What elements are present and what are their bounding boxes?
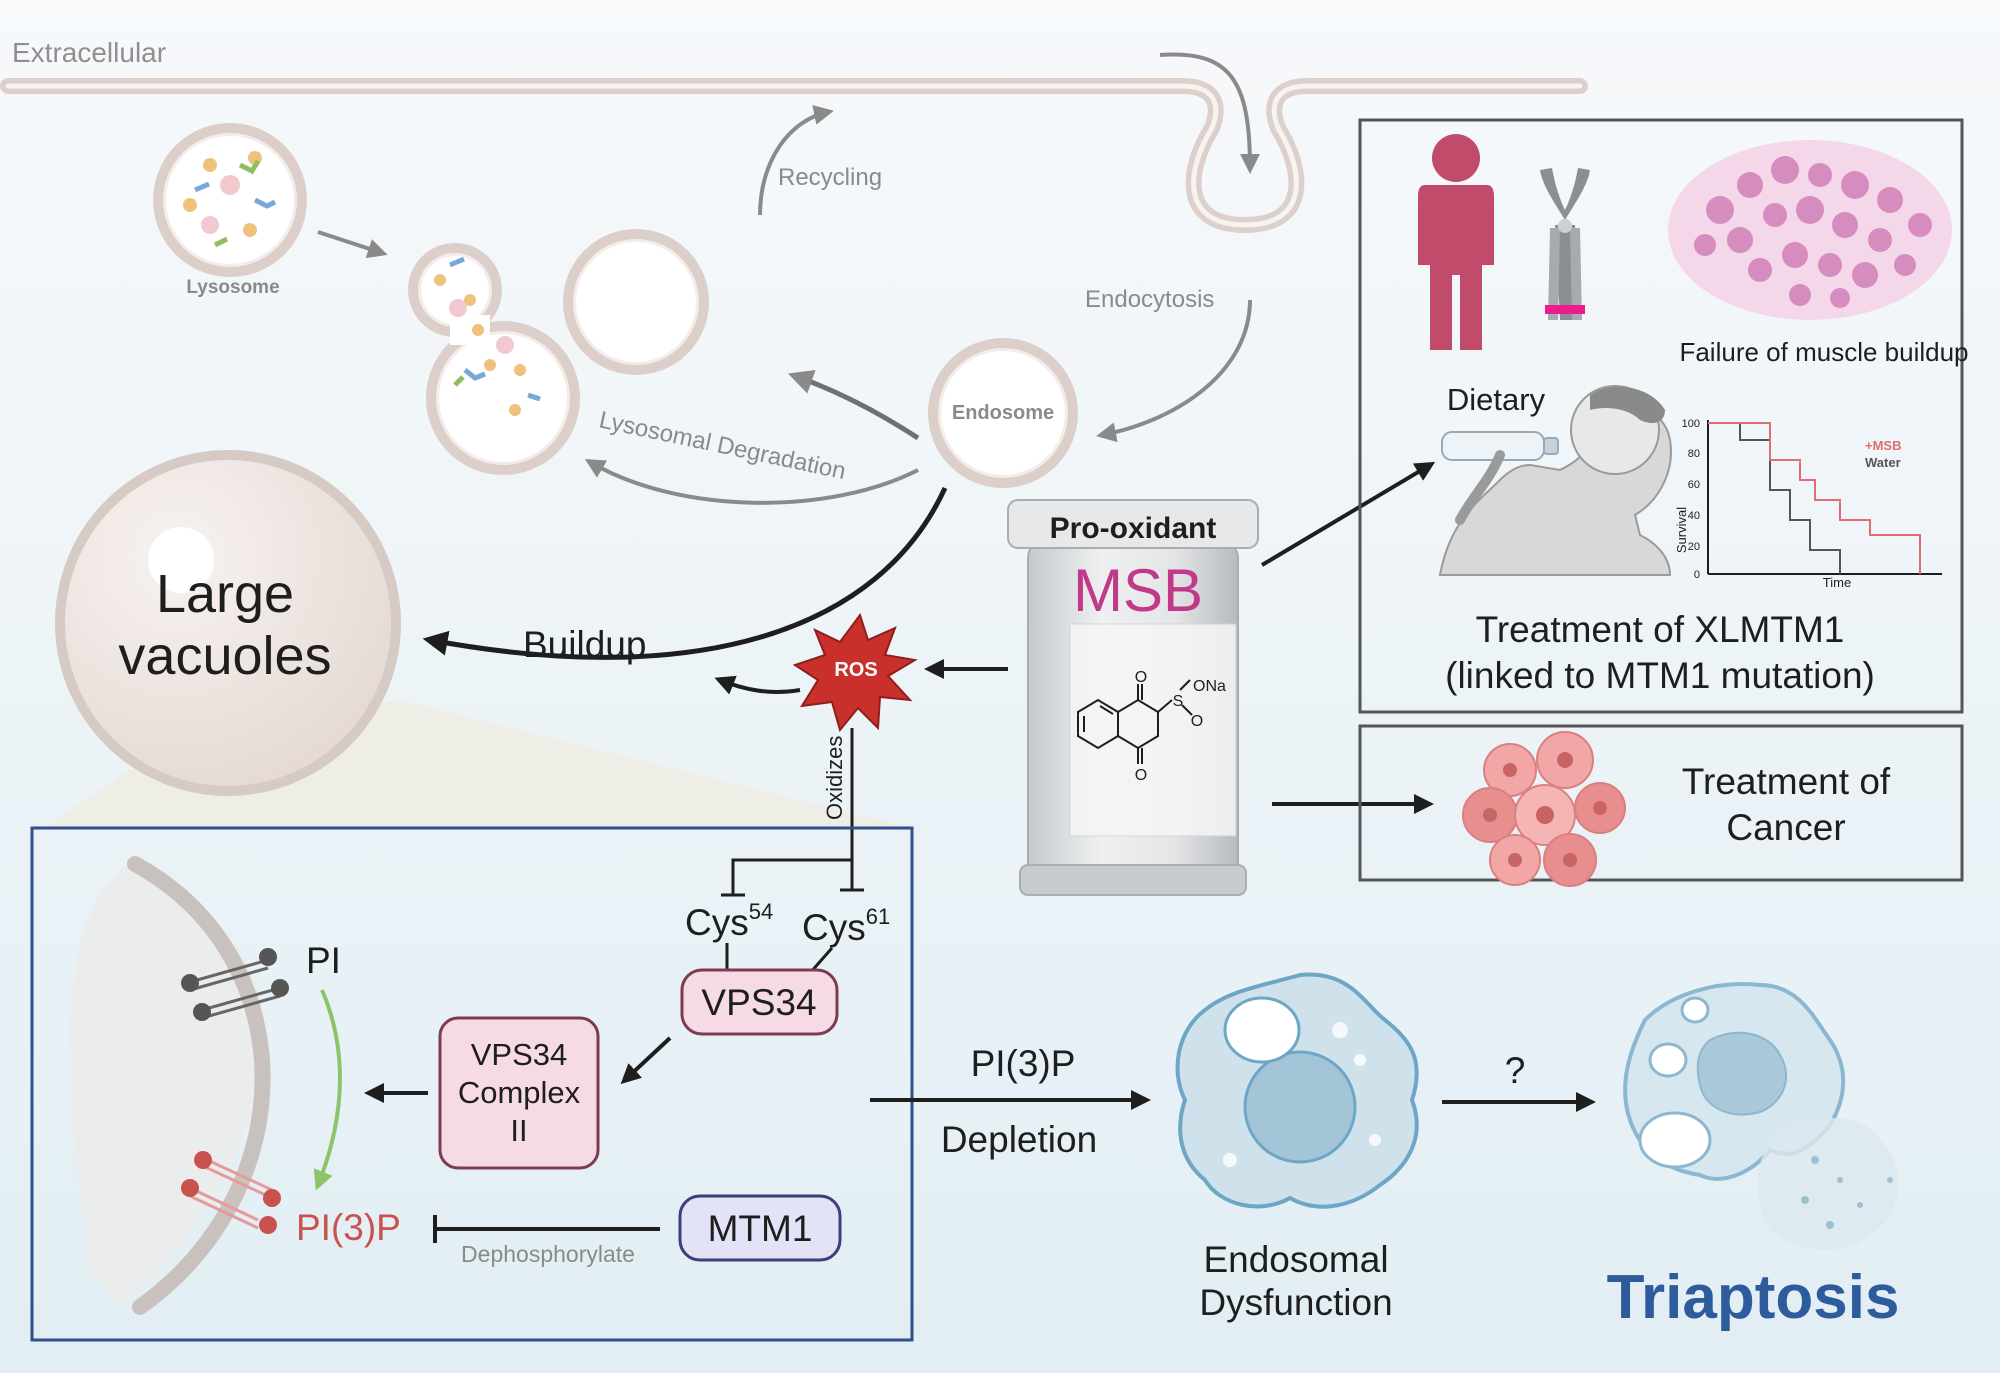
- lysosome-fusion-arrow: [317, 230, 388, 259]
- vps34-complex-line2: Complex: [458, 1075, 581, 1110]
- chem-o-top: O: [1135, 669, 1147, 686]
- endosome-to-recycling-arrow: [787, 369, 920, 441]
- pi3p-depletion-line1: PI(3)P: [971, 1043, 1076, 1084]
- dysfunctional-cell: [1175, 972, 1419, 1209]
- cys61-label: Cys61: [802, 904, 890, 948]
- recycling-label: Recycling: [778, 164, 882, 191]
- buildup-arrow: [422, 486, 948, 660]
- pro-oxidant-label: Pro-oxidant: [1050, 512, 1217, 545]
- ros-label: ROS: [834, 659, 877, 681]
- pi3p-label: PI(3)P: [296, 1207, 401, 1248]
- buildup-label: Buildup: [523, 624, 646, 665]
- survival-plot: [1707, 420, 1942, 575]
- lysosome-contents: [183, 151, 277, 248]
- survival-ytick-40: 40: [1688, 510, 1700, 522]
- muscle-tissue-icon: [1668, 140, 1952, 320]
- survival-legend-water: Water: [1865, 455, 1901, 470]
- survival-ytick-80: 80: [1688, 448, 1700, 460]
- lysosome-endosome-fusion: [408, 243, 580, 475]
- recycling-arrow: [758, 105, 834, 216]
- chem-o-bottom: O: [1135, 767, 1147, 784]
- msb-chemical-structure: [1077, 679, 1193, 764]
- endosome-label: Endosome: [952, 402, 1054, 424]
- chromosome-icon: [1540, 168, 1590, 320]
- ros-burst: [792, 612, 918, 733]
- treatment-cancer-line2: Cancer: [1726, 807, 1845, 848]
- cancer-cells-icon: [1462, 731, 1626, 887]
- cancer-panel: [1358, 724, 1964, 882]
- survival-ylabel: Survival: [1674, 507, 1689, 553]
- lysosome: [153, 123, 307, 277]
- mtm1-label: MTM1: [708, 1208, 813, 1249]
- human-icon: [1418, 134, 1494, 350]
- cys54-label: Cys54: [685, 899, 773, 943]
- pi3p-lipids: [181, 1151, 281, 1234]
- endocytosis-arrow: [1159, 52, 1260, 174]
- zoom-box: [30, 826, 914, 1342]
- ros-to-buildup-arrow: [714, 675, 801, 695]
- recycling-vesicle: [563, 229, 709, 375]
- vps34-box: [680, 968, 839, 1036]
- vps34-label: VPS34: [701, 982, 816, 1023]
- msb-to-xlmtm1-arrow: [1260, 461, 1436, 567]
- msb-jar: [1007, 499, 1259, 896]
- endocytosis-label: Endocytosis: [1085, 286, 1214, 313]
- survival-xlabel: Time: [1823, 575, 1851, 590]
- endocytosis-to-endosome-arrow: [1096, 299, 1252, 443]
- lysosomal-degradation-arrow: [584, 458, 919, 505]
- survival-ytick-100: 100: [1682, 418, 1700, 430]
- vps34-complex-box: [438, 1016, 600, 1170]
- vps34-complex-line1: VPS34: [471, 1037, 568, 1072]
- pi-to-pi3p-arrow: [313, 989, 342, 1191]
- oxidizes-inhibition: [721, 728, 864, 897]
- extracellular-label: Extracellular: [12, 37, 166, 68]
- dietary-label: Dietary: [1447, 382, 1546, 417]
- pi3p-depletion-line2: Depletion: [941, 1119, 1097, 1160]
- plasma-membrane: [0, 78, 1588, 234]
- endosomal-dysfunction-line2: Dysfunction: [1199, 1282, 1392, 1323]
- question-label: ?: [1505, 1050, 1526, 1091]
- survival-ytick-60: 60: [1688, 479, 1700, 491]
- pi-label: PI: [306, 940, 341, 981]
- chem-ona: ONa: [1193, 678, 1226, 695]
- pi-lipids: [181, 948, 289, 1021]
- large-vacuole: [55, 450, 401, 796]
- survival-legend-msb: +MSB: [1865, 438, 1901, 453]
- drinking-person-icon: [1438, 385, 1672, 576]
- treatment-xlmtm1-line2: (linked to MTM1 mutation): [1445, 655, 1875, 696]
- triaptosis-cell: [1623, 982, 1899, 1250]
- dephosphorylate-label: Dephosphorylate: [461, 1241, 635, 1267]
- failure-muscle-label: Failure of muscle buildup: [1679, 337, 1968, 367]
- vps34-to-complex-arrow: [620, 1036, 672, 1085]
- endosomal-dysfunction-line1: Endosomal: [1203, 1239, 1388, 1280]
- survival-ytick-20: 20: [1688, 541, 1700, 553]
- treatment-cancer-line1: Treatment of: [1682, 761, 1891, 802]
- lysosome-label: Lysosome: [186, 277, 279, 298]
- mtm1-box: [678, 1194, 842, 1262]
- large-vacuoles-line2: vacuoles: [118, 626, 331, 686]
- msb-label: MSB: [1073, 557, 1203, 624]
- chem-s: S: [1173, 693, 1184, 710]
- large-vacuoles-line1: Large: [156, 564, 294, 624]
- chem-o-right: O: [1191, 713, 1203, 730]
- membrane-segment: [70, 856, 271, 1315]
- survival-ytick-0: 0: [1694, 569, 1700, 581]
- treatment-xlmtm1-line1: Treatment of XLMTM1: [1476, 609, 1845, 650]
- vps34-complex-line3: II: [510, 1113, 527, 1148]
- endosome: [928, 338, 1078, 488]
- oxidizes-label: Oxidizes: [822, 736, 847, 820]
- xlmtm1-panel: [1358, 118, 1964, 714]
- triaptosis-label: Triaptosis: [1607, 1263, 1900, 1332]
